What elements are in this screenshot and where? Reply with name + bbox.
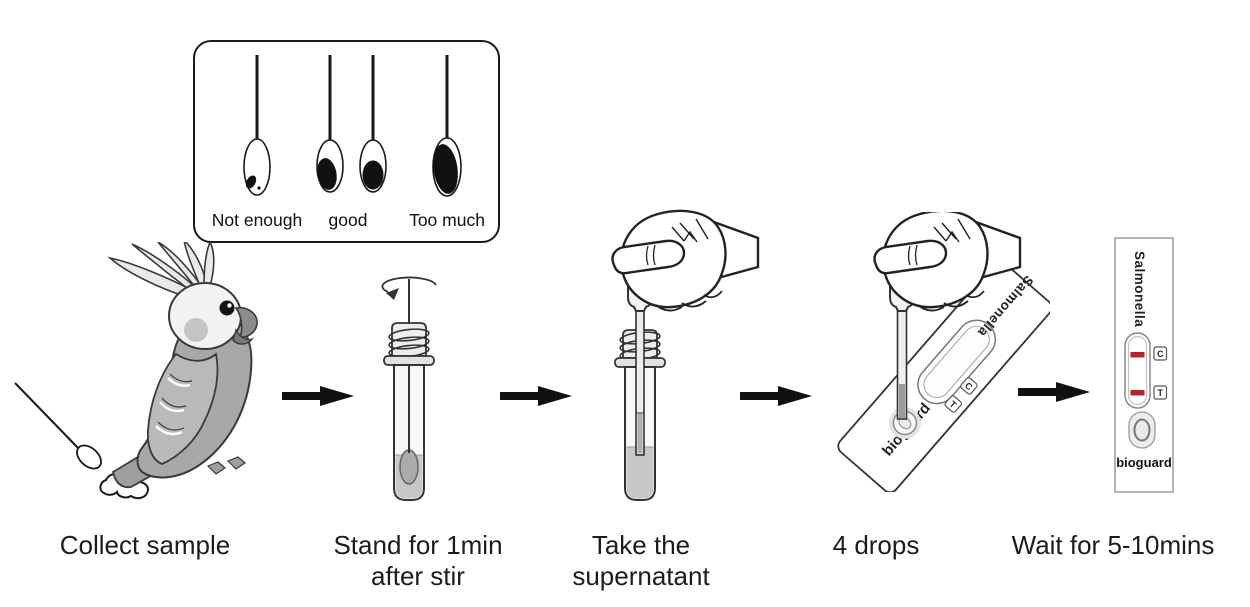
brand-logo: bioguard	[1116, 455, 1172, 470]
result-window	[917, 319, 997, 405]
test-name-label: Salmonella	[1132, 251, 1147, 327]
test-cassette-tilted: bioguard T C Salmonella	[837, 260, 1050, 492]
control-line	[1130, 352, 1145, 358]
tube-stir-illustration	[381, 276, 437, 501]
eye	[219, 300, 235, 316]
test-label-box: T	[1153, 385, 1168, 400]
tube	[614, 329, 666, 501]
swab-too-much	[432, 55, 462, 197]
caption-step-2: Stand for 1min after stir	[333, 530, 503, 591]
result-cassette-illustration: Salmonella C T bioguard	[1114, 237, 1174, 493]
swab-tip	[399, 449, 419, 485]
control-label-box: C	[1153, 346, 1168, 361]
caption-step-3: Take the supernatant	[572, 530, 710, 591]
cockatiel	[107, 242, 258, 489]
liquid	[626, 447, 654, 499]
sample-well	[1128, 411, 1156, 449]
label-too-much: Too much	[409, 210, 485, 230]
parrot-illustration	[14, 242, 258, 500]
cotton-swab	[14, 382, 102, 470]
control-label-box: C	[960, 377, 978, 395]
test-label-box: T	[944, 395, 962, 413]
label-good: good	[328, 210, 368, 230]
swab-amount-illustration	[243, 55, 462, 197]
crest-feathers	[107, 242, 215, 300]
take-supernatant-illustration	[611, 209, 760, 501]
result-window	[1124, 332, 1151, 409]
swab-good-1	[316, 55, 344, 193]
caption-step-5: Wait for 5-10mins	[1011, 530, 1215, 560]
stir-rotation-icon	[381, 276, 437, 300]
tube	[383, 322, 435, 501]
beak	[232, 306, 258, 345]
cheek-patch	[184, 318, 208, 342]
svg-text:T: T	[948, 399, 959, 410]
caption-step-1: Collect sample	[59, 530, 231, 560]
label-not-enough: Not enough	[211, 210, 303, 230]
caption-step-4: 4 drops	[832, 530, 920, 560]
swab-good-2	[359, 55, 387, 193]
svg-text:T: T	[1157, 388, 1163, 398]
swab-amount-guide: Not enough good Too much	[193, 40, 500, 243]
svg-text:C: C	[1157, 349, 1164, 359]
swab-not-enough	[243, 55, 271, 196]
svg-text:C: C	[963, 380, 975, 392]
four-drops-illustration: bioguard T C Salmonella	[837, 212, 1050, 492]
test-line	[1130, 390, 1145, 396]
